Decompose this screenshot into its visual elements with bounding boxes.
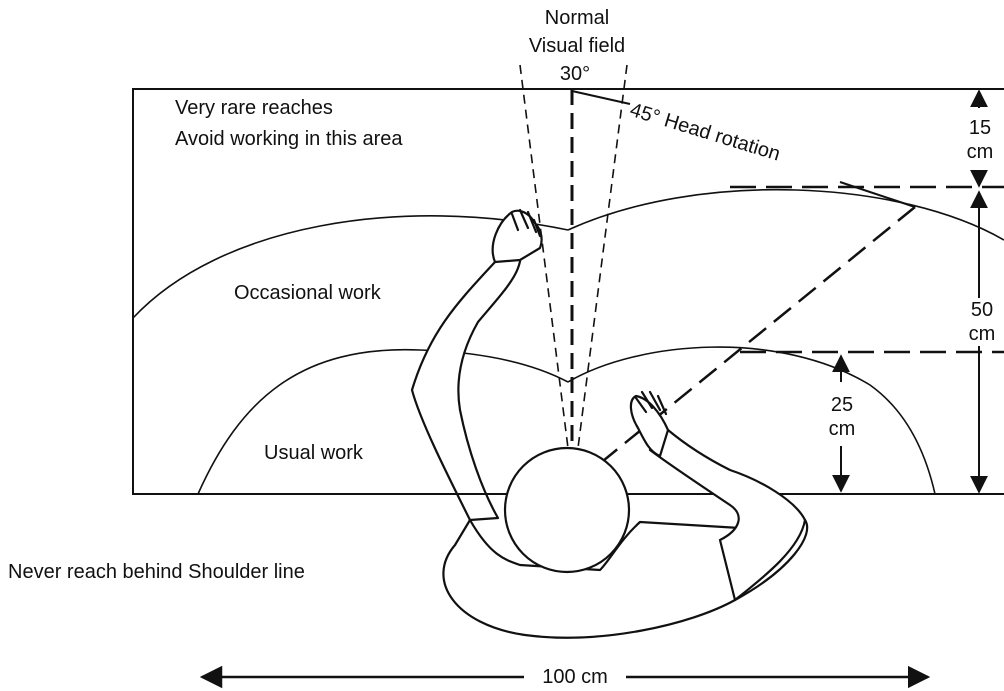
occasional-zone-arc-right: [568, 190, 1004, 240]
visual-field-right-line: [578, 65, 627, 448]
dim-50cm-unit: cm: [960, 322, 1004, 346]
dim-25cm-value: 25: [822, 393, 862, 417]
dim-width-label: 100 cm: [526, 665, 624, 689]
head-rotation-top-line: [572, 91, 630, 104]
shoulder-note: Never reach behind Shoulder line: [8, 560, 305, 584]
dim-50cm-value: 50: [960, 298, 1004, 322]
visual-field-label-1: Normal: [520, 6, 634, 30]
worker-figure: [412, 210, 807, 638]
rare-zone-label-1: Very rare reaches: [175, 96, 333, 120]
usual-zone-arc-left: [198, 350, 568, 494]
rare-zone-label-2: Avoid working in this area: [175, 127, 403, 151]
dim-25cm-unit: cm: [822, 417, 862, 441]
usual-zone-arc-right: [568, 347, 935, 494]
occasional-work-label: Occasional work: [234, 281, 381, 305]
left-arm-shape: [412, 248, 521, 520]
dim-15cm-value: 15: [960, 116, 1000, 140]
visual-field-label-2: Visual field: [500, 34, 654, 58]
left-hand-shape: [493, 211, 542, 262]
visual-field-angle: 30°: [545, 62, 605, 86]
head-circle: [505, 448, 629, 572]
dim-15cm-unit: cm: [960, 140, 1000, 164]
usual-work-label: Usual work: [264, 441, 363, 465]
